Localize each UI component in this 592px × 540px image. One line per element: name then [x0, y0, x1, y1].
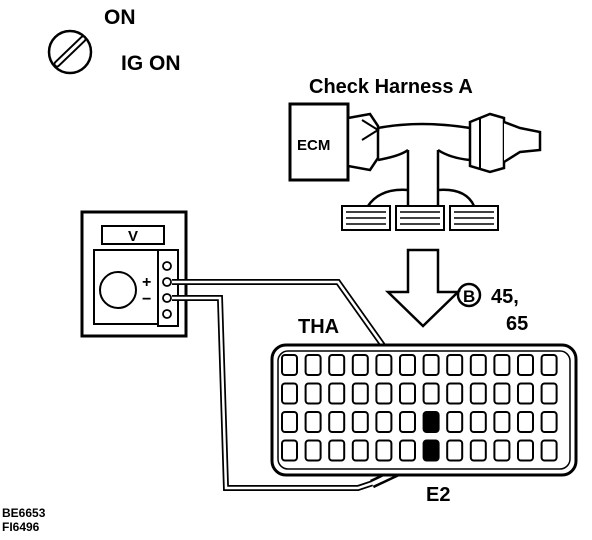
terminal-pin — [446, 382, 464, 405]
terminal-pin — [328, 439, 346, 462]
meter-jack-4 — [162, 309, 172, 319]
sub-connector-3 — [449, 205, 499, 231]
meter-plus-sign: + — [142, 274, 151, 291]
terminal-pin — [375, 382, 393, 405]
ignition-state-label: ON — [104, 6, 136, 29]
harness-title: Check Harness A — [309, 76, 473, 98]
terminal-pin — [517, 411, 534, 433]
terminal-pin — [351, 354, 369, 376]
terminal-label-e2: E2 — [426, 484, 450, 506]
figure-code-1: BE6653 — [2, 506, 46, 520]
terminal-pin — [469, 354, 487, 376]
down-arrow-icon — [384, 248, 462, 328]
terminal-pin — [517, 354, 534, 376]
connector-callout: B 45, 65 — [456, 282, 528, 335]
callout-pins-line1: 45, — [491, 286, 519, 308]
ignition-key-icon — [47, 29, 93, 75]
ecm-label: ECM — [297, 137, 330, 154]
terminal-pin — [399, 411, 416, 433]
terminal-pin — [493, 382, 511, 405]
terminal-pin — [540, 411, 558, 433]
terminal-pin — [304, 354, 322, 376]
terminal-pin-e2 — [422, 439, 440, 462]
meter-jack-negative — [162, 293, 172, 303]
sub-connector-1 — [341, 205, 391, 231]
terminal-pin — [328, 411, 346, 433]
terminal-pin — [328, 382, 346, 405]
terminal-pin — [446, 439, 464, 462]
terminal-pin — [446, 354, 464, 376]
terminal-pin — [351, 382, 369, 405]
ignition-caption: IG ON — [121, 52, 181, 75]
callout-pins-line2: 65 — [506, 313, 528, 335]
voltmeter: V + − — [80, 210, 188, 338]
meter-jack-positive — [162, 277, 172, 287]
terminal-pin — [493, 439, 511, 462]
terminal-pin — [399, 354, 416, 376]
terminal-pin — [540, 439, 558, 462]
terminal-pin-tha — [422, 411, 440, 433]
terminal-pin — [375, 354, 393, 376]
terminal-pin — [351, 411, 369, 433]
figure-code-2: FI6496 — [2, 520, 40, 534]
terminal-pin-grid — [281, 354, 558, 462]
terminal-pin — [493, 354, 511, 376]
terminal-pin — [540, 382, 558, 405]
terminal-pin — [281, 439, 298, 462]
terminal-pin — [304, 382, 322, 405]
meter-label: V — [128, 228, 138, 245]
terminal-pin — [517, 439, 534, 462]
terminal-pin — [281, 382, 298, 405]
terminal-pin — [469, 439, 487, 462]
meter-minus-sign: − — [142, 291, 151, 308]
terminal-pin — [351, 439, 369, 462]
terminal-pin — [375, 439, 393, 462]
terminal-pin — [328, 354, 346, 376]
terminal-pin — [469, 411, 487, 433]
terminal-pin — [304, 439, 322, 462]
sub-connector-2 — [395, 205, 445, 231]
terminal-pin — [399, 382, 416, 405]
terminal-pin — [422, 382, 440, 405]
callout-letter: B — [463, 287, 475, 306]
check-harness-drawing: ECM — [288, 102, 542, 231]
terminal-pin — [281, 354, 298, 376]
terminal-pin — [446, 411, 464, 433]
terminal-pin — [517, 382, 534, 405]
terminal-pin — [540, 354, 558, 376]
meter-jack-1 — [162, 261, 172, 271]
terminal-pin — [493, 411, 511, 433]
terminal-pin — [304, 411, 322, 433]
terminal-pin — [399, 439, 416, 462]
terminal-pin — [422, 354, 440, 376]
terminal-pin — [375, 411, 393, 433]
terminal-label-tha: THA — [298, 316, 339, 338]
terminal-pin — [469, 382, 487, 405]
terminal-pin — [281, 411, 298, 433]
